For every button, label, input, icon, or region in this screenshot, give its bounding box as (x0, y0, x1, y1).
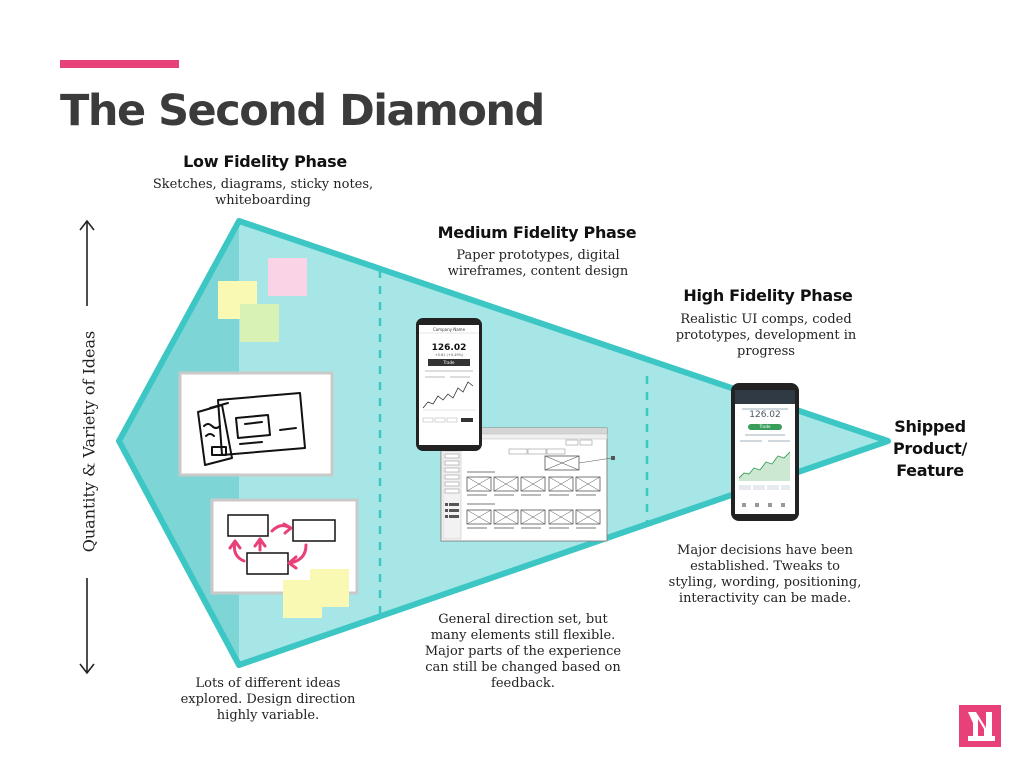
phone-high-value: 126.02 (749, 410, 781, 420)
accent-bar (60, 60, 179, 68)
high-fidelity-note: Major decisions have been established. T… (668, 543, 862, 606)
phone-mid-change: +0.61 (+0.49%) (434, 353, 464, 357)
axis-label: Quantity & Variety of Ideas (79, 330, 99, 553)
phone-mid-value: 126.02 (431, 343, 467, 353)
phone-mid-header: Company Name (432, 327, 466, 332)
medium-fidelity-title: Medium Fidelity Phase (437, 223, 637, 242)
low-fidelity-description: Sketches, diagrams, sticky notes, whiteb… (152, 177, 374, 208)
high-fidelity-description: Realistic UI comps, coded prototypes, de… (675, 312, 857, 359)
phone-high-trade-button: Trade (759, 424, 771, 429)
page-title: The Second Diamond (60, 86, 545, 136)
vertical-axis-arrow (79, 219, 95, 675)
high-fidelity-title: High Fidelity Phase (683, 286, 853, 305)
phone-mockup-medium (416, 318, 482, 451)
sticky-notes-group (218, 258, 307, 342)
low-fidelity-note: Lots of different ideas explored. Design… (180, 676, 356, 723)
sketch-card (178, 371, 334, 477)
phone-mockup-high (731, 383, 799, 521)
brand-logo (959, 705, 1001, 747)
shipped-label: Shipped Product/ Feature (892, 417, 968, 480)
low-fidelity-title: Low Fidelity Phase (183, 152, 347, 171)
flow-sketch-card (210, 498, 359, 618)
medium-fidelity-description: Paper prototypes, digital wireframes, co… (447, 248, 629, 279)
medium-fidelity-note: General direction set, but many elements… (424, 612, 622, 691)
phone-mid-trade-button: Trade (443, 360, 455, 365)
